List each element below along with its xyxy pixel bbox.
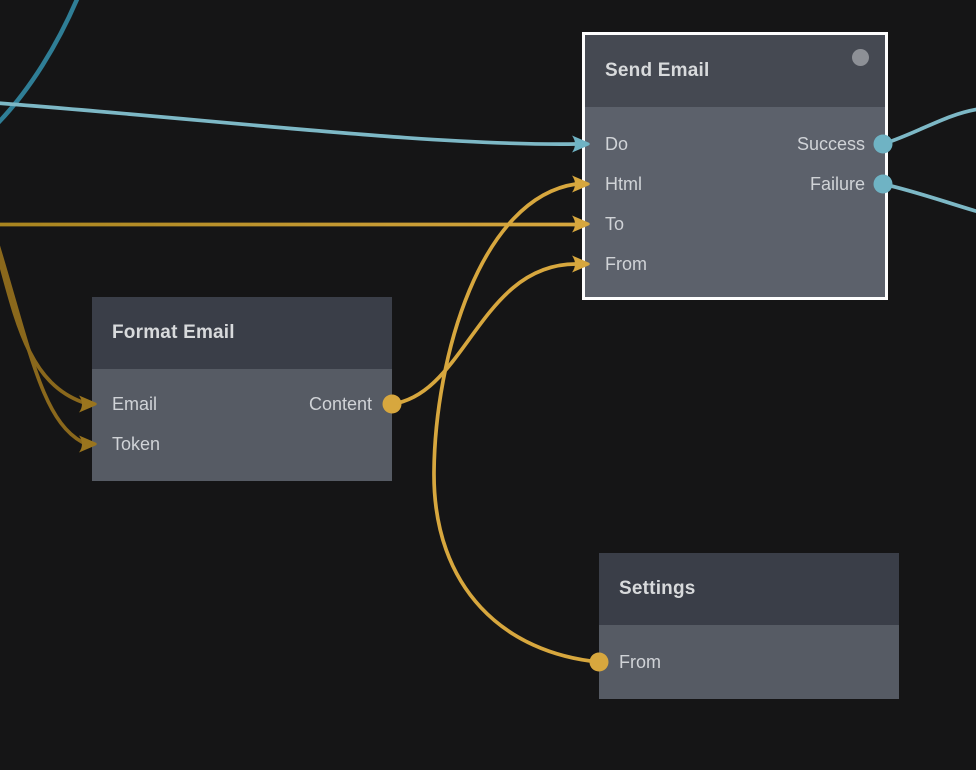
node-settings[interactable]: Settings From xyxy=(599,553,899,699)
status-indicator-dot xyxy=(852,49,869,66)
input-port-label-to: To xyxy=(605,213,625,234)
node-send-email-body: Do Success Html Failure To From xyxy=(585,107,885,284)
node-title: Send Email xyxy=(605,60,710,81)
input-port-arrow-do[interactable] xyxy=(572,135,590,153)
port-row: Do Success xyxy=(585,124,885,164)
port-row: From xyxy=(585,244,885,284)
port-row: From xyxy=(599,642,899,682)
wire-to-do[interactable] xyxy=(0,101,578,146)
wire-passing-top-left[interactable] xyxy=(0,0,80,125)
node-format-email-header[interactable]: Format Email xyxy=(92,297,392,369)
input-port-arrow-token[interactable] xyxy=(79,435,97,453)
input-port-label-html: Html xyxy=(605,173,642,194)
input-port-label-do: Do xyxy=(605,133,629,154)
wire-failure-out[interactable] xyxy=(881,182,976,214)
node-format-email-body: Email Content Token xyxy=(92,369,392,464)
output-port-label-failure: Failure xyxy=(809,173,865,194)
port-row: Html Failure xyxy=(585,164,885,204)
output-port-dot-failure[interactable] xyxy=(873,174,893,194)
wire-content-to-from[interactable] xyxy=(390,262,578,406)
output-port-dot-content[interactable] xyxy=(382,394,402,414)
port-row: To xyxy=(585,204,885,244)
node-settings-body: From xyxy=(599,625,899,682)
node-format-email[interactable]: Format Email Email Content Token xyxy=(92,297,392,481)
input-port-arrow-email[interactable] xyxy=(79,395,97,413)
output-port-label-success: Success xyxy=(796,133,865,154)
node-title: Format Email xyxy=(112,322,235,343)
node-settings-header[interactable]: Settings xyxy=(599,553,899,625)
wire-settings-to-html[interactable] xyxy=(432,182,601,664)
wire-to-email[interactable] xyxy=(0,251,84,404)
output-port-label-content: Content xyxy=(308,393,372,414)
input-port-arrow-from[interactable] xyxy=(572,255,590,273)
port-row: Email Content xyxy=(92,384,392,424)
node-title: Settings xyxy=(619,578,696,599)
input-port-arrow-html[interactable] xyxy=(572,175,590,193)
input-port-label-email: Email xyxy=(112,393,158,414)
port-row: Token xyxy=(92,424,392,464)
node-send-email[interactable]: Send Email Do Success Html Failure To Fr… xyxy=(585,35,885,297)
input-port-label-from: From xyxy=(605,253,647,274)
wire-to-token[interactable] xyxy=(0,242,84,444)
output-port-dot-success[interactable] xyxy=(873,134,893,154)
input-port-label-token: Token xyxy=(112,433,161,454)
output-port-dot-settings-from[interactable] xyxy=(589,652,609,672)
node-send-email-header[interactable]: Send Email xyxy=(585,35,885,107)
input-port-arrow-to[interactable] xyxy=(572,215,590,233)
wire-success-out[interactable] xyxy=(881,107,976,146)
output-port-label-from: From xyxy=(619,651,661,672)
